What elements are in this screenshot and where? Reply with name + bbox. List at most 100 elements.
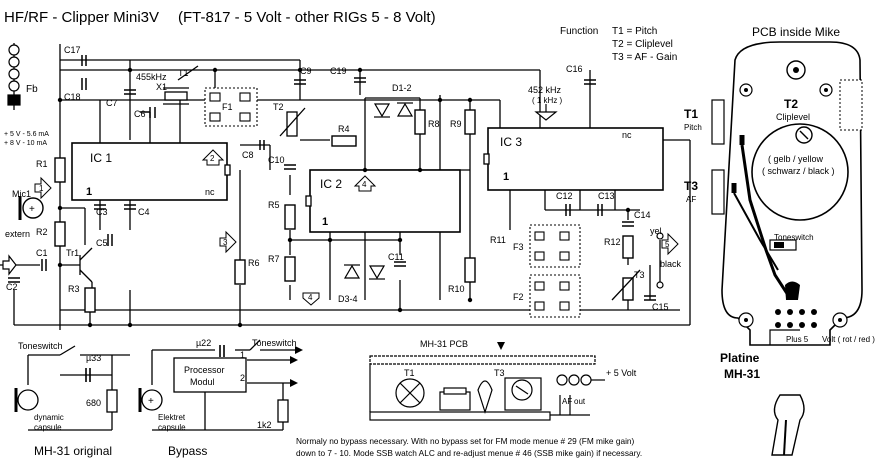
mike-toneswitch: Toneswitch bbox=[774, 233, 814, 242]
capacitors bbox=[8, 55, 656, 301]
markers bbox=[34, 149, 679, 306]
mh31-pcb-illustration bbox=[369, 355, 605, 421]
label-r3: R3 bbox=[68, 284, 80, 294]
freq-452: 452 kHz bbox=[528, 85, 562, 95]
label-r12: R12 bbox=[604, 237, 621, 247]
freq-bw: ( 1 kHz ) bbox=[532, 96, 563, 105]
mike-gelb: ( gelb / yellow bbox=[768, 154, 824, 164]
marker-4-bottom: 4 bbox=[308, 293, 313, 302]
mike-volt: Volt ( rot / red ) bbox=[822, 335, 875, 344]
function-line-t1: T1 = Pitch bbox=[612, 26, 657, 37]
pcb-out: out bbox=[574, 397, 586, 406]
bypass-circuit bbox=[138, 339, 295, 431]
bypass-plus: + bbox=[148, 396, 154, 407]
resistors bbox=[54, 109, 634, 313]
label-r2: R2 bbox=[36, 227, 48, 237]
note-line-1: Normaly no bypass necessary. With no byp… bbox=[296, 436, 635, 446]
pcb-plus5: + 5 Volt bbox=[606, 368, 637, 378]
label-yel: yel bbox=[650, 226, 662, 236]
label-t3: T3 bbox=[634, 270, 645, 280]
label-t2: T2 bbox=[273, 102, 284, 112]
supply-line-2: + 8 V - 10 mA bbox=[4, 140, 47, 147]
label-r7: R7 bbox=[268, 254, 280, 264]
junction-dots bbox=[57, 67, 631, 328]
label-r4: R4 bbox=[338, 124, 350, 134]
title: HF/RF - Clipper Mini3V bbox=[4, 9, 159, 26]
mike-mh31: MH-31 bbox=[724, 367, 760, 381]
label-f1: F1 bbox=[222, 102, 233, 112]
mike-pitch: Pitch bbox=[684, 123, 702, 132]
label-f3: F3 bbox=[513, 242, 524, 252]
label-r5: R5 bbox=[268, 200, 280, 210]
pcb-t1: T1 bbox=[404, 368, 415, 378]
mike-schwarz: ( schwarz / black ) bbox=[762, 166, 835, 176]
bypass-elektret: Elektret bbox=[158, 413, 186, 422]
label-black: black bbox=[660, 259, 682, 269]
mic1: + bbox=[18, 196, 44, 220]
ic1-nc: nc bbox=[205, 187, 215, 197]
orig-680: 680 bbox=[86, 398, 101, 408]
function-table: Function T1 = Pitch T2 = Cliplevel T3 = … bbox=[560, 26, 677, 63]
supply-line-1: + 5 V - 5.6 mA bbox=[4, 131, 49, 138]
mike-t3: T3 bbox=[684, 179, 698, 193]
label-c8: C8 bbox=[242, 150, 254, 160]
label-c12: C12 bbox=[556, 191, 573, 201]
bypass-1k2: 1k2 bbox=[257, 420, 272, 430]
label-455: 455kHz bbox=[136, 72, 167, 82]
label-r10: R10 bbox=[448, 284, 465, 294]
ic-boxes bbox=[71, 127, 664, 233]
label-extern: extern bbox=[5, 229, 30, 239]
label-c18: C18 bbox=[64, 92, 81, 102]
bypass-u22: µ22 bbox=[196, 338, 211, 348]
label-c11: C11 bbox=[388, 252, 404, 262]
ic1-pin1: 1 bbox=[86, 186, 92, 198]
mike-af: AF bbox=[686, 195, 696, 204]
mike-t2: T2 bbox=[784, 97, 798, 111]
mike-platine: Platine bbox=[720, 351, 760, 365]
ic3-nc: nc bbox=[622, 130, 632, 140]
label-f2: F2 bbox=[513, 292, 524, 302]
label-c5: C5 bbox=[96, 238, 108, 248]
label-t1: T1 bbox=[178, 68, 189, 78]
label-r11: R11 bbox=[490, 235, 506, 245]
extern-arrow bbox=[2, 254, 17, 276]
mike-plus5: Plus 5 bbox=[786, 335, 809, 344]
label-c2: C2 bbox=[6, 282, 18, 292]
label-c6: C6 bbox=[134, 109, 146, 119]
bypass-pin1: 1 bbox=[240, 350, 245, 360]
filter-f1 bbox=[204, 87, 258, 127]
ic3-pin1: 1 bbox=[503, 171, 509, 183]
bypass-module-1: Processor bbox=[184, 365, 225, 375]
marker-1: 1 bbox=[39, 184, 44, 193]
orig-capsule: capsule bbox=[34, 423, 62, 432]
diodes bbox=[343, 102, 414, 280]
label-x1: X1 bbox=[156, 82, 167, 92]
bypass-module-2: Modul bbox=[190, 377, 215, 387]
note-line-2: down to 7 - 10. Mode SSB watch ALC and r… bbox=[296, 448, 642, 458]
svg-text:+: + bbox=[29, 204, 35, 215]
label-fb: Fb bbox=[26, 84, 38, 95]
terminals bbox=[656, 232, 664, 289]
subtitle: (FT-817 - 5 Volt - other RIGs 5 - 8 Volt… bbox=[178, 9, 436, 26]
component-labels: C17 C18 C7 C6 455kHz X1 T1 F1 C9 C19 T2 … bbox=[5, 45, 682, 312]
orig-dynamic: dynamic bbox=[34, 413, 64, 422]
mike-title: PCB inside Mike bbox=[752, 25, 840, 39]
trimmers bbox=[177, 65, 641, 301]
orig-caption: MH-31 original bbox=[34, 444, 112, 458]
label-d12: D1-2 bbox=[392, 83, 412, 93]
bypass-capsule: capsule bbox=[158, 423, 186, 432]
bypass-arrows bbox=[290, 346, 303, 387]
label-c9: C9 bbox=[300, 66, 312, 76]
ic1-label: IC 1 bbox=[90, 151, 112, 165]
label-c13: C13 bbox=[598, 191, 615, 201]
pcb-title: MH-31 PCB bbox=[420, 339, 468, 349]
bypass-caption: Bypass bbox=[168, 444, 207, 458]
filter-f2-f3 bbox=[529, 224, 581, 318]
mike-cliplevel: Cliplevel bbox=[776, 112, 810, 122]
label-c7: C7 bbox=[106, 98, 118, 108]
label-c10: C10 bbox=[268, 155, 285, 165]
bypass-toneswitch: Toneswitch bbox=[252, 338, 297, 348]
orig-toneswitch: Toneswitch bbox=[18, 341, 63, 351]
mh31-original-circuit bbox=[14, 345, 130, 431]
